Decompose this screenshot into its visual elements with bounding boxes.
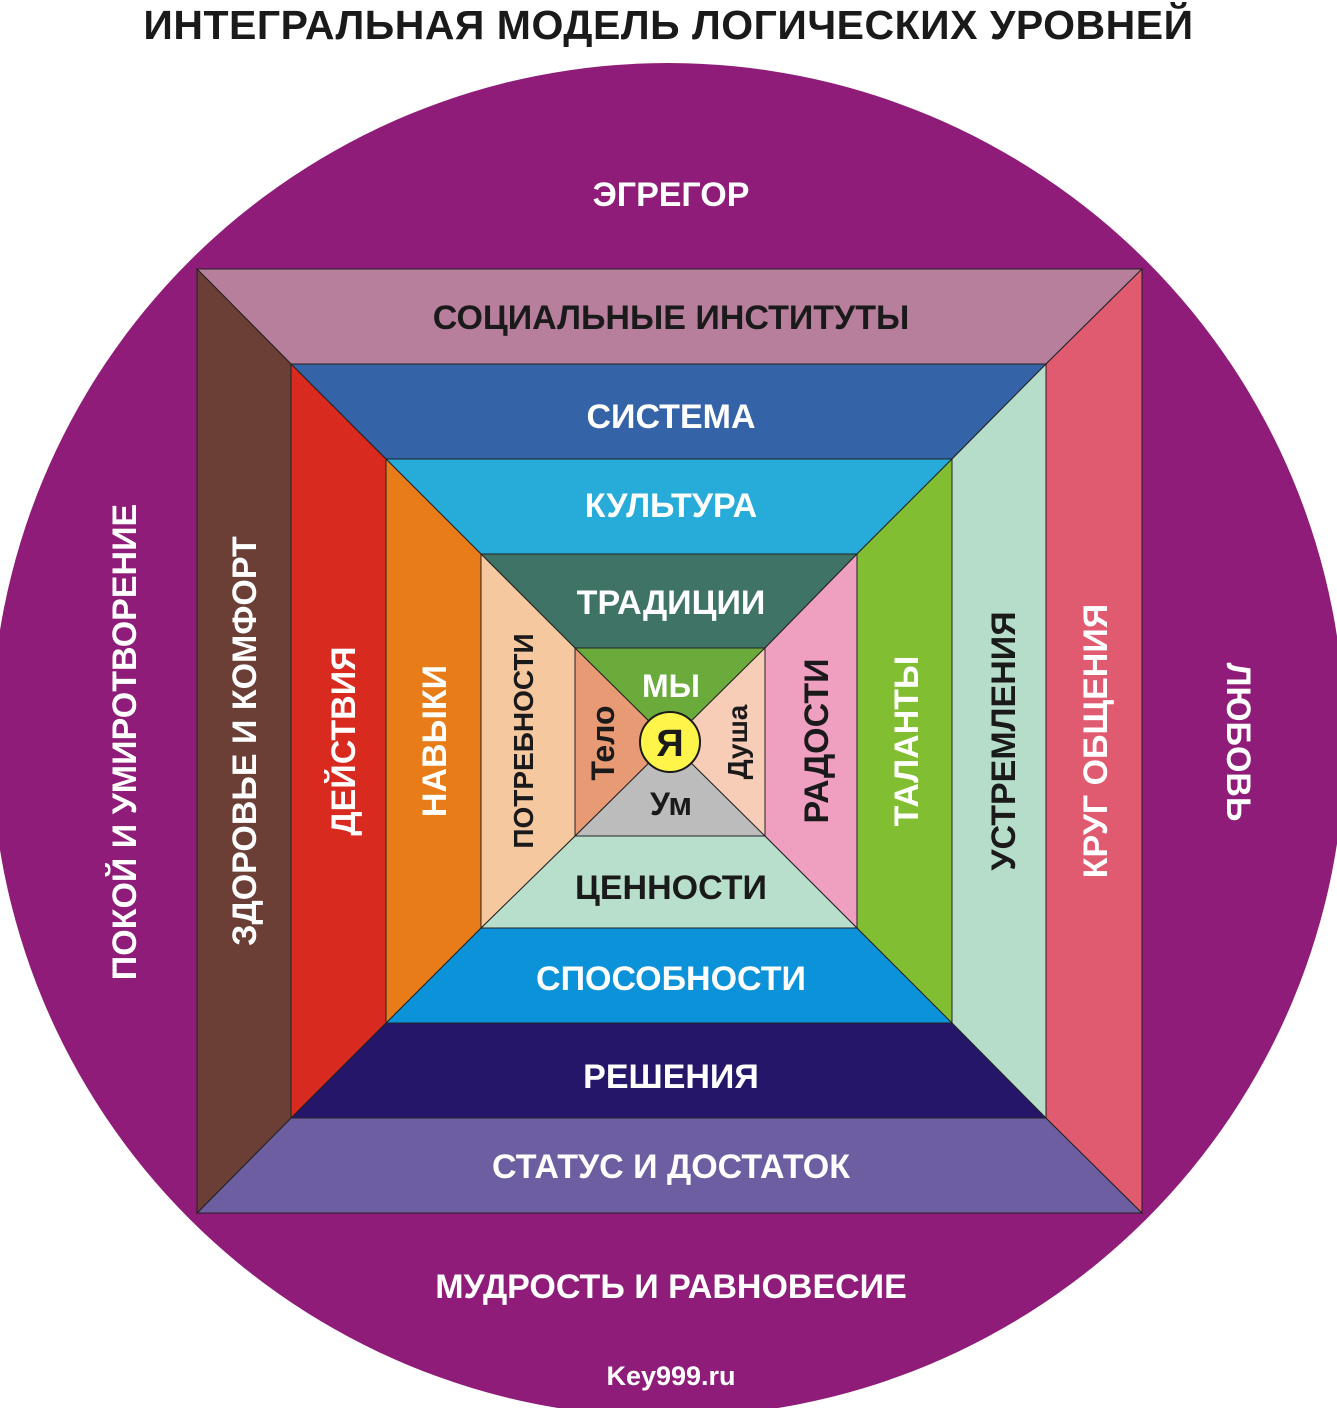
outer-top-label: ЭГРЕГОР: [593, 176, 750, 214]
level-4-top-label: ТРАДИЦИИ: [577, 584, 766, 622]
outer-bottom-label: МУДРОСТЬ И РАВНОВЕСИЕ: [435, 1268, 907, 1306]
center-circle: [639, 711, 701, 773]
level-1-bottom-label: СТАТУС И ДОСТАТОК: [492, 1148, 850, 1186]
site-label: Key999.ru: [606, 1361, 735, 1391]
level-4-right-label: РАДОСТИ: [798, 658, 836, 823]
level-4-left-label: ПОТРЕБНОСТИ: [508, 633, 539, 848]
level-5-top-label: МЫ: [642, 668, 700, 704]
level-1: [195, 267, 1144, 1215]
outer-left-label: ПОКОЙ И УМИРОТВОРЕНИЕ: [105, 504, 144, 980]
outer-right-label: ЛЮБОВЬ: [1219, 663, 1257, 822]
level-4-bottom-label: ЦЕННОСТИ: [575, 869, 767, 907]
level-5-left-label: Тело: [585, 705, 621, 780]
level-3: [384, 457, 954, 1025]
level-5-right-label: Душа: [722, 704, 753, 779]
level-2-left-label: ДЕЙСТВИЯ: [324, 646, 363, 835]
page-title: ИНТЕГРАЛЬНАЯ МОДЕЛЬ ЛОГИЧЕСКИХ УРОВНЕЙ: [143, 2, 1194, 48]
level-2-right-label: УСТРЕМЛЕНИЯ: [985, 611, 1023, 870]
level-1-top-label: СОЦИАЛЬНЫЕ ИНСТИТУТЫ: [433, 299, 910, 337]
level-5: [573, 646, 767, 838]
level-3-bottom-label: СПОСОБНОСТИ: [536, 960, 806, 998]
level-4: [479, 552, 859, 930]
level-2-top-label: СИСТЕМА: [586, 398, 755, 436]
center-label: Я: [656, 723, 683, 765]
level-5-left: [574, 646, 671, 838]
level-3-left-label: НАВЫКИ: [416, 665, 454, 817]
level-3-top-label: КУЛЬТУРА: [585, 487, 757, 525]
level-3-right-label: ТАЛАНТЫ: [888, 656, 926, 827]
level-5-bottom-label: Ум: [650, 786, 692, 822]
level-5-right: [669, 646, 766, 838]
level-2-bottom-label: РЕШЕНИЯ: [583, 1058, 759, 1096]
level-1-left-label: ЗДОРОВЬЕ И КОМФОРТ: [226, 536, 264, 946]
level-1-right-label: КРУГ ОБЩЕНИЯ: [1077, 604, 1115, 879]
